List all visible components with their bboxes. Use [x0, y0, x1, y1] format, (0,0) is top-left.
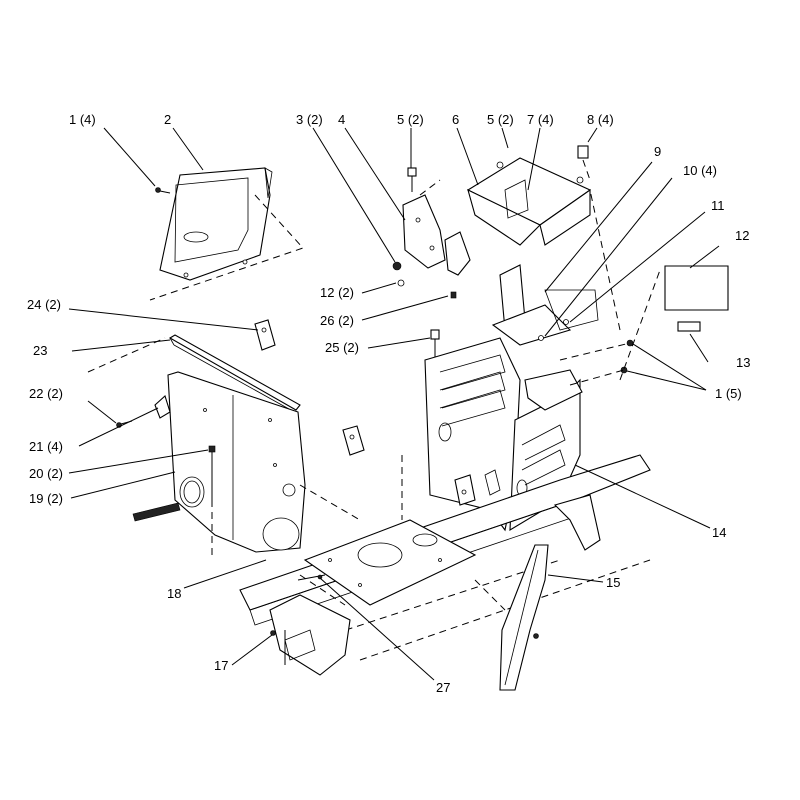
callout-label: 5 (2): [487, 112, 514, 127]
bracket-part: [402, 167, 471, 276]
callout-label: 10 (4): [683, 163, 717, 178]
callout-label: 26 (2): [320, 313, 354, 328]
callout-label: 24 (2): [27, 297, 61, 312]
frame-console-part: [424, 337, 583, 532]
dash-panel-part: [159, 167, 273, 281]
hinge-bracket-part: [254, 319, 276, 351]
callout-label: 27: [436, 680, 450, 695]
alignment-dashed-line: [582, 159, 591, 181]
callout-label: 13: [736, 355, 750, 370]
leader-lines: [68, 127, 720, 681]
alignment-dashed-line: [299, 484, 361, 521]
callout-label: 1 (5): [715, 386, 742, 401]
callout-label: 8 (4): [587, 112, 614, 127]
callout-label: 9: [654, 144, 661, 159]
bolt-part: [208, 445, 216, 453]
alignment-dashed-line: [87, 337, 166, 373]
screw-part: [155, 187, 171, 194]
spring-part: [132, 502, 181, 522]
callout-label: 1 (4): [69, 112, 96, 127]
hinge-bracket-part: [342, 425, 365, 456]
strip-part: [168, 334, 301, 415]
callout-label: 14: [712, 525, 726, 540]
alignment-dashed-line: [419, 179, 441, 196]
alignment-dashed-line: [589, 189, 621, 331]
decal-part: [664, 265, 729, 311]
callout-label: 11: [711, 198, 725, 213]
alignment-dashed-line: [569, 369, 625, 386]
callout-label: 17: [214, 658, 228, 673]
callout-label: 15: [606, 575, 620, 590]
callout-label: 21 (4): [29, 439, 63, 454]
alignment-dashed-line: [619, 269, 661, 381]
alignment-dashed-line: [559, 342, 631, 361]
callout-label: 12: [735, 228, 749, 243]
callout-labels: 1 (4) 2 3 (2) 4 5 (2) 6 5 (2) 7 (4) 8 (4…: [27, 112, 750, 695]
clip-part: [577, 145, 589, 159]
callout-label: 7 (4): [527, 112, 554, 127]
lower-bracket-part: [269, 594, 351, 676]
side-rail-part: [499, 544, 549, 691]
callout-label: 22 (2): [29, 386, 63, 401]
callout-label: 20 (2): [29, 466, 63, 481]
tray-part: [466, 157, 592, 246]
callout-label: 25 (2): [325, 340, 359, 355]
bolt-part: [450, 291, 457, 299]
callout-label: 23: [33, 343, 47, 358]
callout-label: 6: [452, 112, 459, 127]
callout-label: 5 (2): [397, 112, 424, 127]
floor-plate-part: [303, 519, 477, 606]
callout-label: 12 (2): [320, 285, 354, 300]
washer-part: [397, 279, 405, 287]
bolt-part: [430, 329, 440, 340]
callout-label: 19 (2): [29, 491, 63, 506]
callout-label: 18: [167, 586, 181, 601]
callout-label: 3 (2): [296, 112, 323, 127]
callout-label: 4: [338, 112, 345, 127]
side-panel-part: [154, 371, 306, 553]
pin-part: [317, 574, 323, 580]
alignment-dashed-line: [299, 574, 346, 606]
small-decal-part: [677, 321, 701, 332]
mount-bracket-part: [491, 264, 599, 346]
screw-part: [620, 366, 628, 374]
nut-part: [392, 261, 402, 271]
callout-label: 2: [164, 112, 171, 127]
alignment-dashed-line: [474, 579, 506, 611]
